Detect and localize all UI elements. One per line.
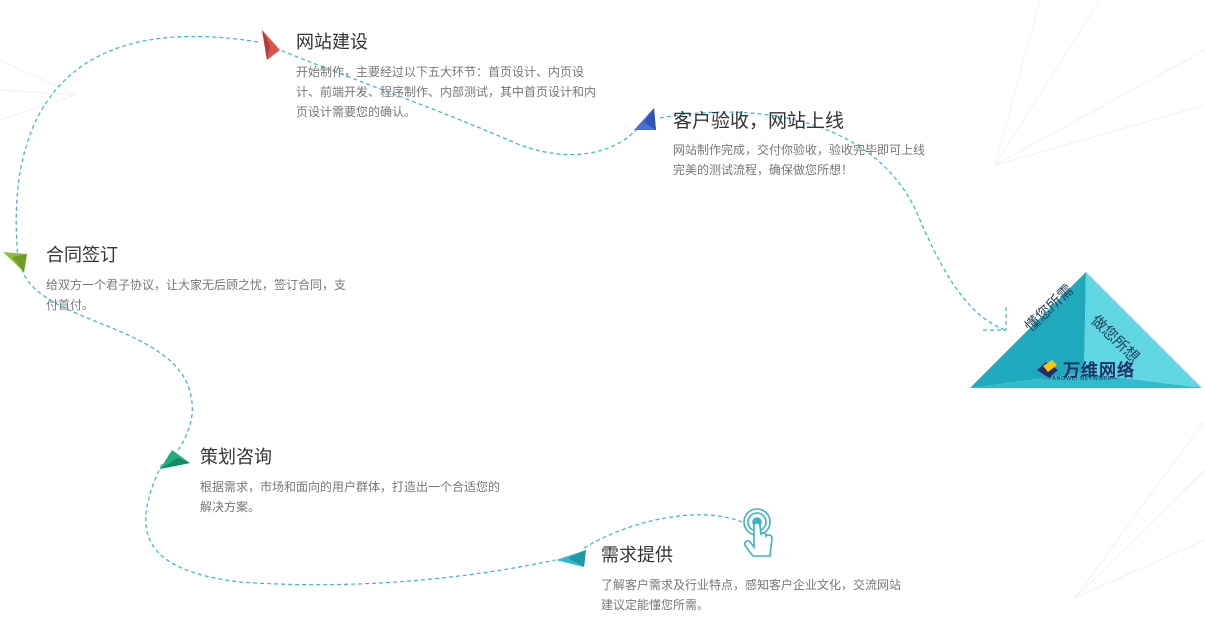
arrow-accept-icon [634, 108, 656, 130]
step-title: 策划咨询 [200, 447, 272, 468]
step-contract-signing: 合同签订 给双方一个君子协议，让大家无后顾之忧，签订合同，支付首付。 [46, 243, 351, 315]
touch-hand-icon [743, 508, 773, 557]
arrow-contract-icon [3, 252, 27, 272]
route-segment-3 [145, 463, 556, 586]
step-description: 给双方一个君子协议，让大家无后顾之忧，签订合同，支付首付。 [46, 278, 347, 312]
step-title: 网站建设 [296, 32, 368, 53]
route-segment-4 [583, 514, 743, 549]
route-segment-6 [659, 111, 1006, 331]
step-title: 需求提供 [601, 545, 673, 566]
process-route [15, 35, 1007, 586]
route-segment-5 [274, 47, 641, 156]
step-description: 根据需求，市场和面向的用户群体，打造出一个合适您的解决方案。 [200, 480, 501, 514]
step-customer-acceptance: 客户验收，网站上线 网站制作完成，交付你验收，验收完毕即可上线完美的测试流程，确… [673, 108, 933, 180]
route-segment-1 [15, 35, 259, 259]
step-website-build: 网站建设 开始制作，主要经过以下五大环节：首页设计、内页设计、前端开发、程序制作… [296, 30, 601, 122]
step-title: 客户验收，网站上线 [673, 110, 845, 132]
step-planning-consulting: 策划咨询 根据需求，市场和面向的用户群体，打造出一个合适您的解决方案。 [200, 445, 505, 517]
arrow-build-icon [262, 30, 280, 60]
step-description: 开始制作，主要经过以下五大环节：首页设计、内页设计、前端开发、程序制作、内部测试… [296, 65, 597, 119]
step-description: 网站制作完成，交付你验收，验收完毕即可上线完美的测试流程，确保做您所想！ [673, 143, 926, 177]
step-description: 了解客户需求及行业特点，感知客户企业文化，交流网站建议定能懂您所需。 [601, 578, 902, 612]
step-title: 合同签订 [46, 245, 118, 266]
brand-logo-icon [1037, 360, 1058, 378]
brand-subtitle: —FANGWEI NETWORK— [1043, 376, 1118, 382]
arrow-need-icon [556, 550, 586, 567]
brand-name: 万维网络 [1063, 361, 1135, 381]
background-rays [0, 0, 1205, 599]
route-segment-2 [19, 261, 193, 463]
route-bracket [983, 305, 1007, 331]
step-requirements: 需求提供 了解客户需求及行业特点，感知客户企业文化，交流网站建议定能懂您所需。 [601, 543, 906, 615]
pyramid-badge [970, 272, 1202, 388]
arrow-plan-icon [160, 450, 190, 469]
